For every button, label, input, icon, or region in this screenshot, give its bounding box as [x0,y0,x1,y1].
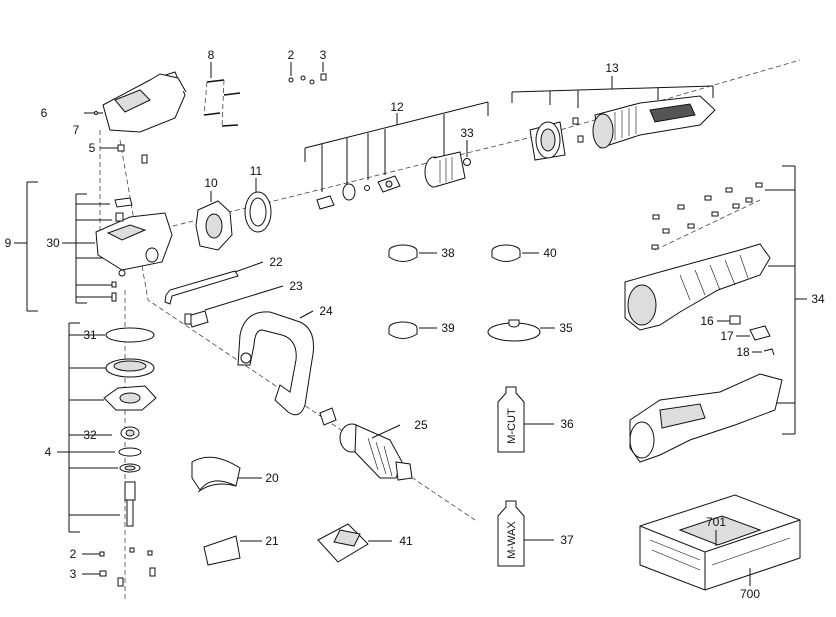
carry-case-700 [639,494,801,591]
pad-40 [491,244,539,262]
callout-12: 12 [390,100,404,114]
callout-2-top: 2 [288,48,295,62]
spindle-parts [103,327,157,527]
callout-17: 17 [720,329,734,343]
callout-25: 25 [414,418,428,432]
label-sheet-21 [203,535,262,566]
callout-11: 11 [250,164,263,178]
callout-23: 23 [289,279,303,293]
guard-20 [191,456,262,493]
callout-18: 18 [736,345,750,359]
callout-39: 39 [441,321,455,335]
callout-24: 24 [319,304,333,318]
callout-701: 701 [706,515,726,529]
housing-half-upper [624,243,771,331]
battery-cover-part [84,71,187,133]
flange-10 [195,191,233,251]
screws-2-3-bottom [82,547,156,587]
bottle-36 [497,386,554,453]
pins-8 [203,62,241,127]
callout-40: 40 [543,246,557,260]
callout-33: 33 [460,126,474,140]
callout-22: 22 [269,255,283,269]
screws-2-3-top [288,62,327,85]
callout-30: 30 [46,236,60,250]
callout-13: 13 [605,61,619,75]
callout-5: 5 [89,141,96,155]
callout-35: 35 [559,321,573,335]
callout-2-bottom: 2 [70,547,77,561]
hex-key-22 [164,261,264,305]
callout-9: 9 [5,236,12,250]
housing-half-lower [629,373,783,463]
bracket-4 [57,322,120,533]
pad-39 [388,321,437,339]
bracket-34 [765,165,807,435]
callout-3-bottom: 3 [70,567,77,581]
bottle-37 [497,500,554,567]
callout-16: 16 [700,314,714,328]
housing-screws [651,182,763,251]
pad-38 [388,244,437,262]
callout-36: 36 [560,417,574,431]
bracket-9 [14,181,38,312]
ring-11 [244,178,272,233]
gear-housing-part [95,197,173,302]
callout-20: 20 [265,471,279,485]
callout-labels: 2 3 8 6 7 5 13 12 33 10 11 9 30 22 23 24… [5,48,825,601]
callout-6: 6 [41,106,48,120]
bottle-texts: M-CUT M-WAX [506,408,518,559]
callout-8: 8 [208,48,215,62]
callout-4: 4 [45,445,52,459]
motor-housing-part [529,95,716,161]
callout-37: 37 [560,533,574,547]
bottle-label-m-cut: M-CUT [506,408,518,444]
rotor-parts [316,151,471,210]
callout-700: 700 [740,587,760,601]
bracket-13 [511,76,714,108]
bottle-label-m-wax: M-WAX [506,521,518,559]
callout-32: 32 [83,428,97,442]
callout-38: 38 [441,246,455,260]
backing-pad-35 [487,319,555,342]
bracket-12 [304,101,489,192]
callout-34: 34 [811,292,825,306]
callout-41: 41 [399,534,413,548]
screw-5 [100,144,148,164]
bail-handle-24 [237,310,314,416]
bolt-23 [184,285,284,328]
cloth-41 [317,523,392,563]
switch-parts-16-17-18 [717,315,775,356]
callout-31: 31 [83,328,97,342]
callout-7: 7 [73,123,80,137]
callout-21: 21 [265,534,279,548]
side-handle-25 [319,407,413,481]
callout-3-top: 3 [320,48,327,62]
callout-10: 10 [204,176,218,190]
